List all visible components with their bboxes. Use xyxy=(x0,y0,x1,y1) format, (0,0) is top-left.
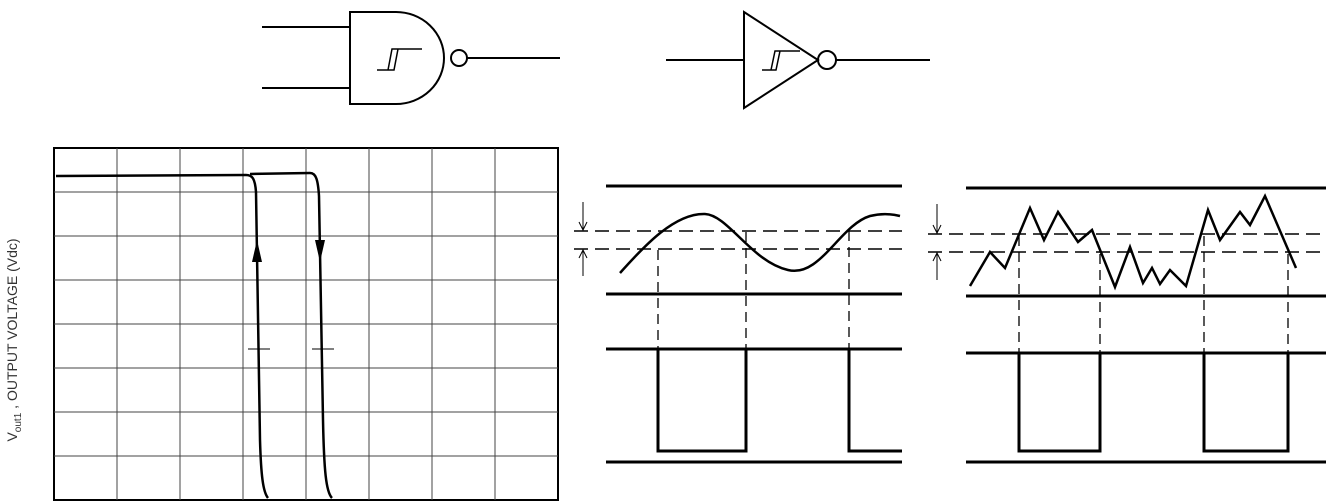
inverter-inversion-bubble xyxy=(817,50,837,70)
y-axis-label-text: , OUTPUT VOLTAGE (Vdc) xyxy=(4,238,21,413)
noisy-input-wave xyxy=(968,193,1298,291)
transfer-characteristic-plot xyxy=(53,147,559,501)
y-axis-label-symbol: V xyxy=(4,432,21,442)
y-axis-label-subscript: out1 xyxy=(12,412,24,433)
square-output-wave xyxy=(966,351,1326,453)
falling-threshold-curve xyxy=(249,171,334,499)
square-output-wave xyxy=(606,347,902,453)
switch-guides xyxy=(657,231,850,350)
nand-body xyxy=(349,11,445,105)
nand-inversion-bubble xyxy=(450,49,468,67)
switch-guides xyxy=(1018,236,1289,353)
hysteresis-icon xyxy=(377,48,422,71)
hysteresis-span-icon xyxy=(578,202,588,276)
arrow-up-icon xyxy=(252,240,262,262)
sine-input-wave xyxy=(619,212,901,274)
arrow-down-icon xyxy=(315,240,325,262)
schmitt-nand-gate-symbol xyxy=(262,11,560,105)
hysteresis-icon xyxy=(762,50,800,71)
plot-grid xyxy=(54,148,558,500)
rising-threshold-curve xyxy=(55,173,270,499)
inverter-body xyxy=(743,10,820,110)
schmitt-inverter-symbol xyxy=(666,10,930,110)
sine-input-panel xyxy=(574,184,902,464)
hysteresis-span-icon xyxy=(932,204,942,280)
y-axis-label: Vout1 , OUTPUT VOLTAGE (Vdc) xyxy=(2,180,26,500)
noisy-input-panel xyxy=(928,186,1326,464)
